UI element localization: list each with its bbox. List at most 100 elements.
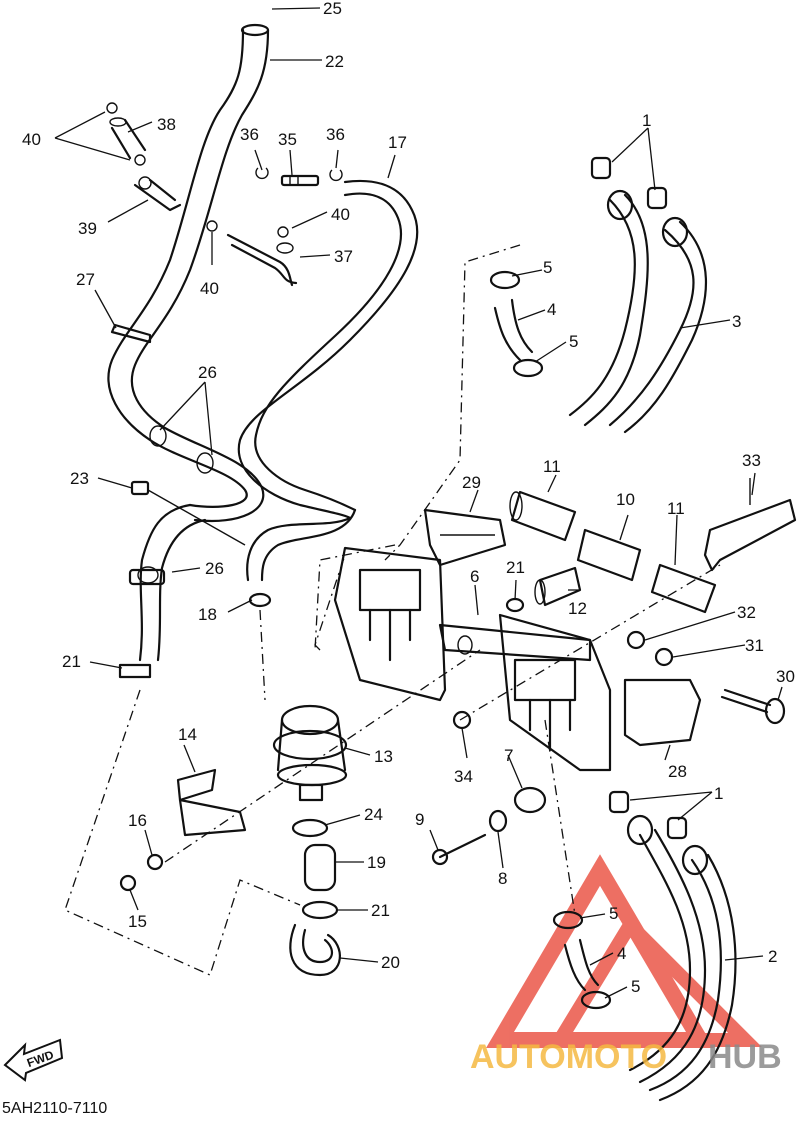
callout-38: 38 bbox=[157, 115, 176, 134]
callout-15: 15 bbox=[128, 912, 147, 931]
bracket-33 bbox=[703, 478, 797, 572]
air-cut-valve-13 bbox=[272, 704, 348, 802]
hose-19 bbox=[303, 843, 337, 892]
hose-22 bbox=[107, 23, 270, 522]
grommet-7 bbox=[513, 786, 547, 814]
callout-7: 7 bbox=[504, 746, 513, 765]
callout-27: 27 bbox=[76, 270, 95, 289]
clamp-21-lower bbox=[301, 900, 339, 920]
callout-21c: 21 bbox=[506, 558, 525, 577]
clamp-21-left bbox=[118, 663, 152, 679]
leader-lines bbox=[54, 7, 783, 999]
callout-1b: 1 bbox=[714, 784, 723, 803]
callout-30: 30 bbox=[776, 667, 795, 686]
assembly-lines bbox=[64, 244, 721, 976]
bolt-35 bbox=[280, 174, 320, 187]
callout-36a: 36 bbox=[240, 125, 259, 144]
pipe-2 bbox=[608, 790, 737, 1102]
hose-20 bbox=[289, 923, 341, 977]
callout-17: 17 bbox=[388, 133, 407, 152]
hose-4-lower bbox=[563, 938, 600, 992]
bolt-9 bbox=[431, 833, 487, 866]
callout-40c: 40 bbox=[200, 279, 219, 298]
callout-18: 18 bbox=[198, 605, 217, 624]
tie-23 bbox=[130, 480, 246, 546]
callout-5b: 5 bbox=[569, 332, 578, 351]
callout-31: 31 bbox=[745, 636, 764, 655]
clamp-5-lower bbox=[552, 910, 612, 1010]
callout-4b: 4 bbox=[617, 944, 626, 963]
callout-26b: 26 bbox=[205, 559, 224, 578]
clamp-21-mid bbox=[505, 597, 525, 613]
callout-21b: 21 bbox=[371, 901, 390, 920]
watermark-text-right: HUB bbox=[708, 1038, 782, 1076]
callout-19: 19 bbox=[367, 853, 386, 872]
hose-17 bbox=[237, 179, 419, 582]
clamp-24 bbox=[291, 818, 329, 838]
pipe-11-top bbox=[509, 490, 577, 542]
callout-11b: 11 bbox=[667, 499, 685, 518]
callout-8: 8 bbox=[498, 869, 507, 888]
bracket-plate-right bbox=[498, 613, 612, 772]
callout-36b: 36 bbox=[326, 125, 345, 144]
hose-lower-left bbox=[128, 503, 207, 662]
part-code: 5AH2110-7110 bbox=[2, 1100, 108, 1117]
callout-20: 20 bbox=[381, 953, 400, 972]
callout-1a: 1 bbox=[642, 111, 651, 130]
bracket-28 bbox=[623, 678, 702, 747]
bolt-15 bbox=[119, 874, 137, 892]
callout-13: 13 bbox=[374, 747, 393, 766]
fitting-39 bbox=[133, 176, 182, 212]
watermark: AUTOMOTO HUB bbox=[470, 1038, 782, 1076]
callout-39: 39 bbox=[78, 219, 97, 238]
callout-5d: 5 bbox=[631, 977, 640, 996]
callout-40b: 40 bbox=[331, 205, 350, 224]
bracket-29 bbox=[423, 508, 507, 567]
callout-25: 25 bbox=[323, 0, 342, 18]
washer-16 bbox=[146, 853, 164, 871]
clamp-5-upper bbox=[489, 270, 544, 378]
pipe-11-right bbox=[650, 563, 717, 614]
callout-16: 16 bbox=[128, 811, 147, 830]
bracket-6 bbox=[438, 623, 592, 662]
callout-35: 35 bbox=[278, 130, 297, 149]
pipe-10 bbox=[576, 528, 642, 582]
clip-40 bbox=[106, 102, 289, 238]
callout-5a: 5 bbox=[543, 258, 552, 277]
callout-40a: 40 bbox=[22, 130, 41, 149]
bolt-30 bbox=[720, 688, 786, 725]
callout-9: 9 bbox=[415, 810, 424, 829]
callout-6: 6 bbox=[470, 567, 479, 586]
hose-37 bbox=[226, 233, 298, 287]
fwd-arrow-icon: FWD bbox=[3, 1038, 64, 1082]
callout-26a: 26 bbox=[198, 363, 217, 382]
bolt-34 bbox=[452, 710, 472, 730]
bracket-14 bbox=[176, 768, 247, 837]
callout-24: 24 bbox=[364, 805, 383, 824]
clip-36 bbox=[255, 167, 343, 182]
nut-32 bbox=[626, 630, 646, 650]
callout-11a: 11 bbox=[543, 457, 561, 476]
callout-10: 10 bbox=[616, 490, 635, 509]
small-hose-38 bbox=[109, 117, 147, 160]
collar-8 bbox=[488, 809, 508, 833]
callout-37: 37 bbox=[334, 247, 353, 266]
clamp-18 bbox=[248, 592, 272, 608]
callout-labels: 25 22 38 40 36 35 36 17 39 40 37 40 27 2… bbox=[22, 0, 795, 996]
hose-4-upper bbox=[493, 298, 534, 362]
callout-2: 2 bbox=[768, 947, 777, 966]
callout-29: 29 bbox=[462, 473, 481, 492]
callout-28: 28 bbox=[668, 762, 687, 781]
washer-31 bbox=[654, 647, 674, 667]
callout-14: 14 bbox=[178, 725, 197, 744]
callout-21a: 21 bbox=[62, 652, 81, 671]
watermark-text-left: AUTOMOTO bbox=[470, 1038, 667, 1076]
callout-5c: 5 bbox=[609, 904, 618, 923]
callout-3: 3 bbox=[732, 312, 741, 331]
bracket-plate-left bbox=[333, 546, 447, 702]
callout-12: 12 bbox=[568, 599, 587, 618]
pipe-3 bbox=[568, 156, 707, 434]
callout-32: 32 bbox=[737, 603, 756, 622]
callout-34: 34 bbox=[454, 767, 473, 786]
